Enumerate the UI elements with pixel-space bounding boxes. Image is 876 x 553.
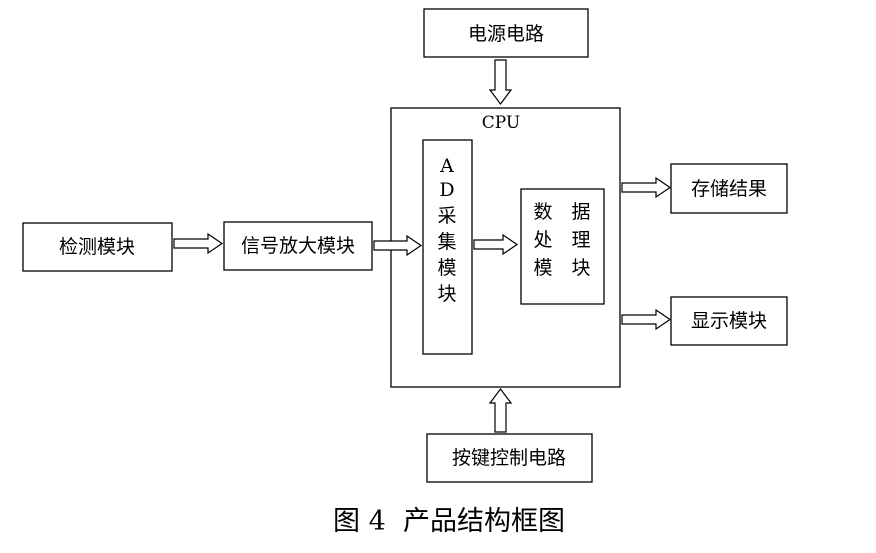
processing-label-line-1: 数 据 (533, 201, 590, 223)
keypad-label: 按键控制电路 (452, 447, 566, 469)
ad-label-line-4: 集 (437, 231, 456, 253)
storage-block: 存储结果 (670, 163, 788, 214)
arrow-keypad-to-cpu (488, 388, 513, 433)
amp-block: 信号放大模块 (223, 221, 373, 271)
ad-label-line-5: 模 (437, 257, 456, 279)
power-label: 电源电路 (468, 23, 544, 45)
processing-label-line-3: 模 块 (533, 257, 590, 279)
processing-module-block: 数 据 处 理 模 块 (520, 188, 605, 305)
detect-label: 检测模块 (59, 236, 135, 258)
cpu-label: CPU (482, 113, 520, 133)
display-label: 显示模块 (691, 310, 767, 332)
ad-label-line-2: D (439, 179, 454, 201)
processing-label-line-2: 处 理 (533, 229, 590, 251)
arrow-cpu-to-storage (621, 176, 672, 199)
arrow-detect-to-amp (173, 232, 224, 255)
keypad-block: 按键控制电路 (426, 433, 593, 483)
arrow-power-to-cpu (488, 59, 513, 105)
ad-label-line-3: 采 (437, 205, 456, 227)
display-block: 显示模块 (670, 296, 788, 346)
arrow-amp-to-ad (373, 234, 423, 257)
storage-label: 存储结果 (691, 178, 767, 200)
arrow-cpu-to-display (621, 308, 672, 331)
ad-module-block: A D 采 集 模 块 (422, 139, 473, 355)
detect-block: 检测模块 (22, 222, 173, 272)
amp-label: 信号放大模块 (241, 235, 355, 257)
arrow-ad-to-processing (473, 233, 519, 256)
ad-label-line-1: A (439, 155, 454, 177)
figure-caption: 图 4 产品结构框图 (333, 506, 565, 537)
power-block: 电源电路 (423, 8, 589, 58)
ad-label-line-6: 块 (437, 283, 456, 305)
